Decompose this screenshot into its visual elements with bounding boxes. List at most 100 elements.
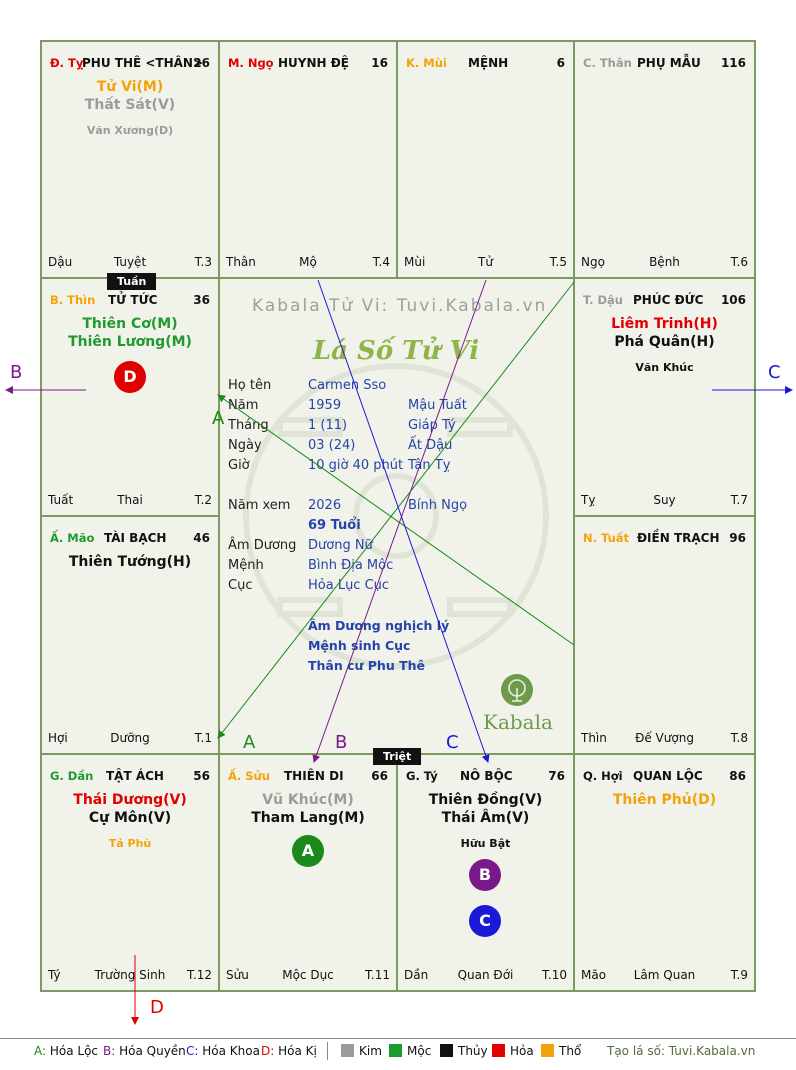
legend-hoa-quyen: B: Hóa Quyền [103, 1044, 186, 1058]
main-star: Thái Âm(V) [441, 810, 530, 826]
grid-border-bottom [40, 990, 756, 992]
legend-tho: Thổ [541, 1044, 581, 1058]
hoa-khoa-badge: C [469, 905, 501, 937]
palace-stars: Tử Vi(M) Thất Sát(V) Văn Xương(D) [42, 78, 218, 138]
legend-hoa-loc: A: Hóa Lộc [34, 1044, 99, 1058]
grid-row-line-2-right [574, 515, 756, 517]
palace-number: 6 [556, 56, 565, 70]
chart-background-art [243, 363, 549, 669]
main-star: Thiên Đồng(V) [428, 792, 543, 808]
main-star: Cự Môn(V) [88, 810, 172, 826]
kabala-tree-icon [501, 674, 533, 706]
center-info-panel: Kabala Tử Vi: Tuvi.Kabala.vn Lá Số Tử Vi… [218, 278, 574, 754]
palace-name: NÔ BỘC [460, 769, 513, 783]
grid-col-line-2-top [396, 40, 398, 278]
palace-name: TỬ TỨC [108, 293, 158, 307]
arrow-label-b: B [10, 362, 23, 383]
horoscope-chart: Kabala Tử Vi: Tuvi.Kabala.vn Lá Số Tử Vi… [40, 40, 756, 992]
legend-hoa-ki: D: Hóa Kị [261, 1044, 317, 1058]
palace-number: 106 [720, 293, 746, 307]
grid-row-line-2-left [40, 515, 219, 517]
legend-hoa: Hỏa [492, 1044, 534, 1058]
legend-credit: Tạo lá số: Tuvi.Kabala.vn [607, 1044, 756, 1058]
legend-separator [327, 1042, 328, 1060]
palace-branch: Ấ. Sửu [228, 769, 270, 783]
palace-thin[interactable]: B. Thìn TỬ TỨC 36 Thiên Cơ(M) Thiên Lươn… [42, 279, 218, 515]
hoa-quyen-arrow [312, 279, 487, 763]
palace-branch: T. Dậu [583, 293, 623, 307]
palace-name: PHU THÊ <THÂN> [82, 56, 204, 70]
arrow-label-c: C [768, 362, 781, 383]
hoa-loc-arrow-2 [217, 394, 575, 646]
arrow-label-c: C [446, 732, 459, 753]
main-star: Vũ Khúc(M) [262, 792, 354, 808]
legend-divider [0, 1038, 796, 1039]
palace-number: 46 [193, 531, 210, 545]
palace-number: 16 [371, 56, 388, 70]
palace-branch: Ấ. Mão [50, 531, 95, 545]
grid-row-line-1 [40, 277, 756, 279]
main-star: Thái Dương(V) [73, 792, 187, 808]
palace-branch: C. Thân [583, 56, 632, 70]
palace-number: 56 [193, 769, 210, 783]
main-star: Tham Lang(M) [251, 810, 365, 826]
palace-name: TÀI BẠCH [104, 531, 167, 545]
hoa-quyen-badge: B [469, 859, 501, 891]
palace-name: TẬT ÁCH [106, 769, 164, 783]
palace-ty-bottom[interactable]: G. Tý NÔ BỘC 76 Thiên Đồng(V) Thái Âm(V)… [398, 755, 573, 990]
palace-branch: B. Thìn [50, 293, 96, 307]
note-than-cu: Thân cư Phu Thê [308, 658, 425, 673]
main-star: Thiên Tướng(H) [68, 554, 192, 570]
main-star: Phá Quân(H) [614, 334, 715, 350]
hoa-ki-badge: D [114, 361, 146, 393]
minor-star: Văn Khúc [635, 361, 694, 374]
minor-star: Tả Phù [108, 837, 152, 850]
arrow-label-d: D [150, 997, 164, 1018]
grid-col-line-2-bottom [396, 754, 398, 992]
legend-hoa-khoa: C: Hóa Khoa [186, 1044, 260, 1058]
palace-number: 96 [729, 531, 746, 545]
legend-thuy: Thủy [440, 1044, 488, 1058]
palace-name: HUYNH ĐỆ [278, 56, 349, 70]
hoa-loc-badge: A [292, 835, 324, 867]
palace-branch: N. Tuất [583, 531, 630, 545]
palace-ty-top[interactable]: Đ. Tỵ PHU THÊ <THÂN> 26 Tử Vi(M) Thất Sá… [42, 42, 218, 277]
palace-stars: Vũ Khúc(M) Tham Lang(M) [220, 791, 396, 827]
hoa-khoa-arrow [317, 279, 490, 763]
hoa-loc-arrow-1 [217, 281, 575, 739]
palace-stars: Liêm Trinh(H) Phá Quân(H) Văn Khúc [575, 315, 754, 375]
palace-stars: Thiên Phủ(D) [575, 791, 754, 809]
palace-branch: Đ. Tỵ [50, 56, 84, 70]
tuan-tag: Tuần [107, 273, 157, 290]
arrow-label-a: A [212, 408, 225, 429]
main-star: Thiên Phủ(D) [612, 792, 717, 808]
palace-number: 116 [720, 56, 746, 70]
main-star: Thiên Cơ(M) [82, 316, 178, 332]
triet-tag: Triệt [373, 748, 422, 765]
palace-number: 66 [371, 769, 388, 783]
palace-dau[interactable]: T. Dậu PHÚC ĐỨC 106 Liêm Trinh(H) Phá Qu… [575, 279, 754, 515]
palace-suu[interactable]: Ấ. Sửu THIÊN DI 66 Vũ Khúc(M) Tham Lang(… [220, 755, 396, 990]
palace-branch: M. Ngọ [228, 56, 274, 70]
palace-dan[interactable]: G. Dần TẬT ÁCH 56 Thái Dương(V) Cự Môn(V… [42, 755, 218, 990]
palace-name: PHỤ MẪU [637, 56, 701, 70]
palace-stars: Thiên Cơ(M) Thiên Lương(M) [42, 315, 218, 351]
palace-branch: K. Mùi [406, 56, 447, 70]
kabala-logo-text: Kabala [483, 710, 553, 734]
palace-stars: Thiên Đồng(V) Thái Âm(V) Hữu Bật [398, 791, 573, 851]
main-star: Thiên Lương(M) [68, 334, 192, 350]
